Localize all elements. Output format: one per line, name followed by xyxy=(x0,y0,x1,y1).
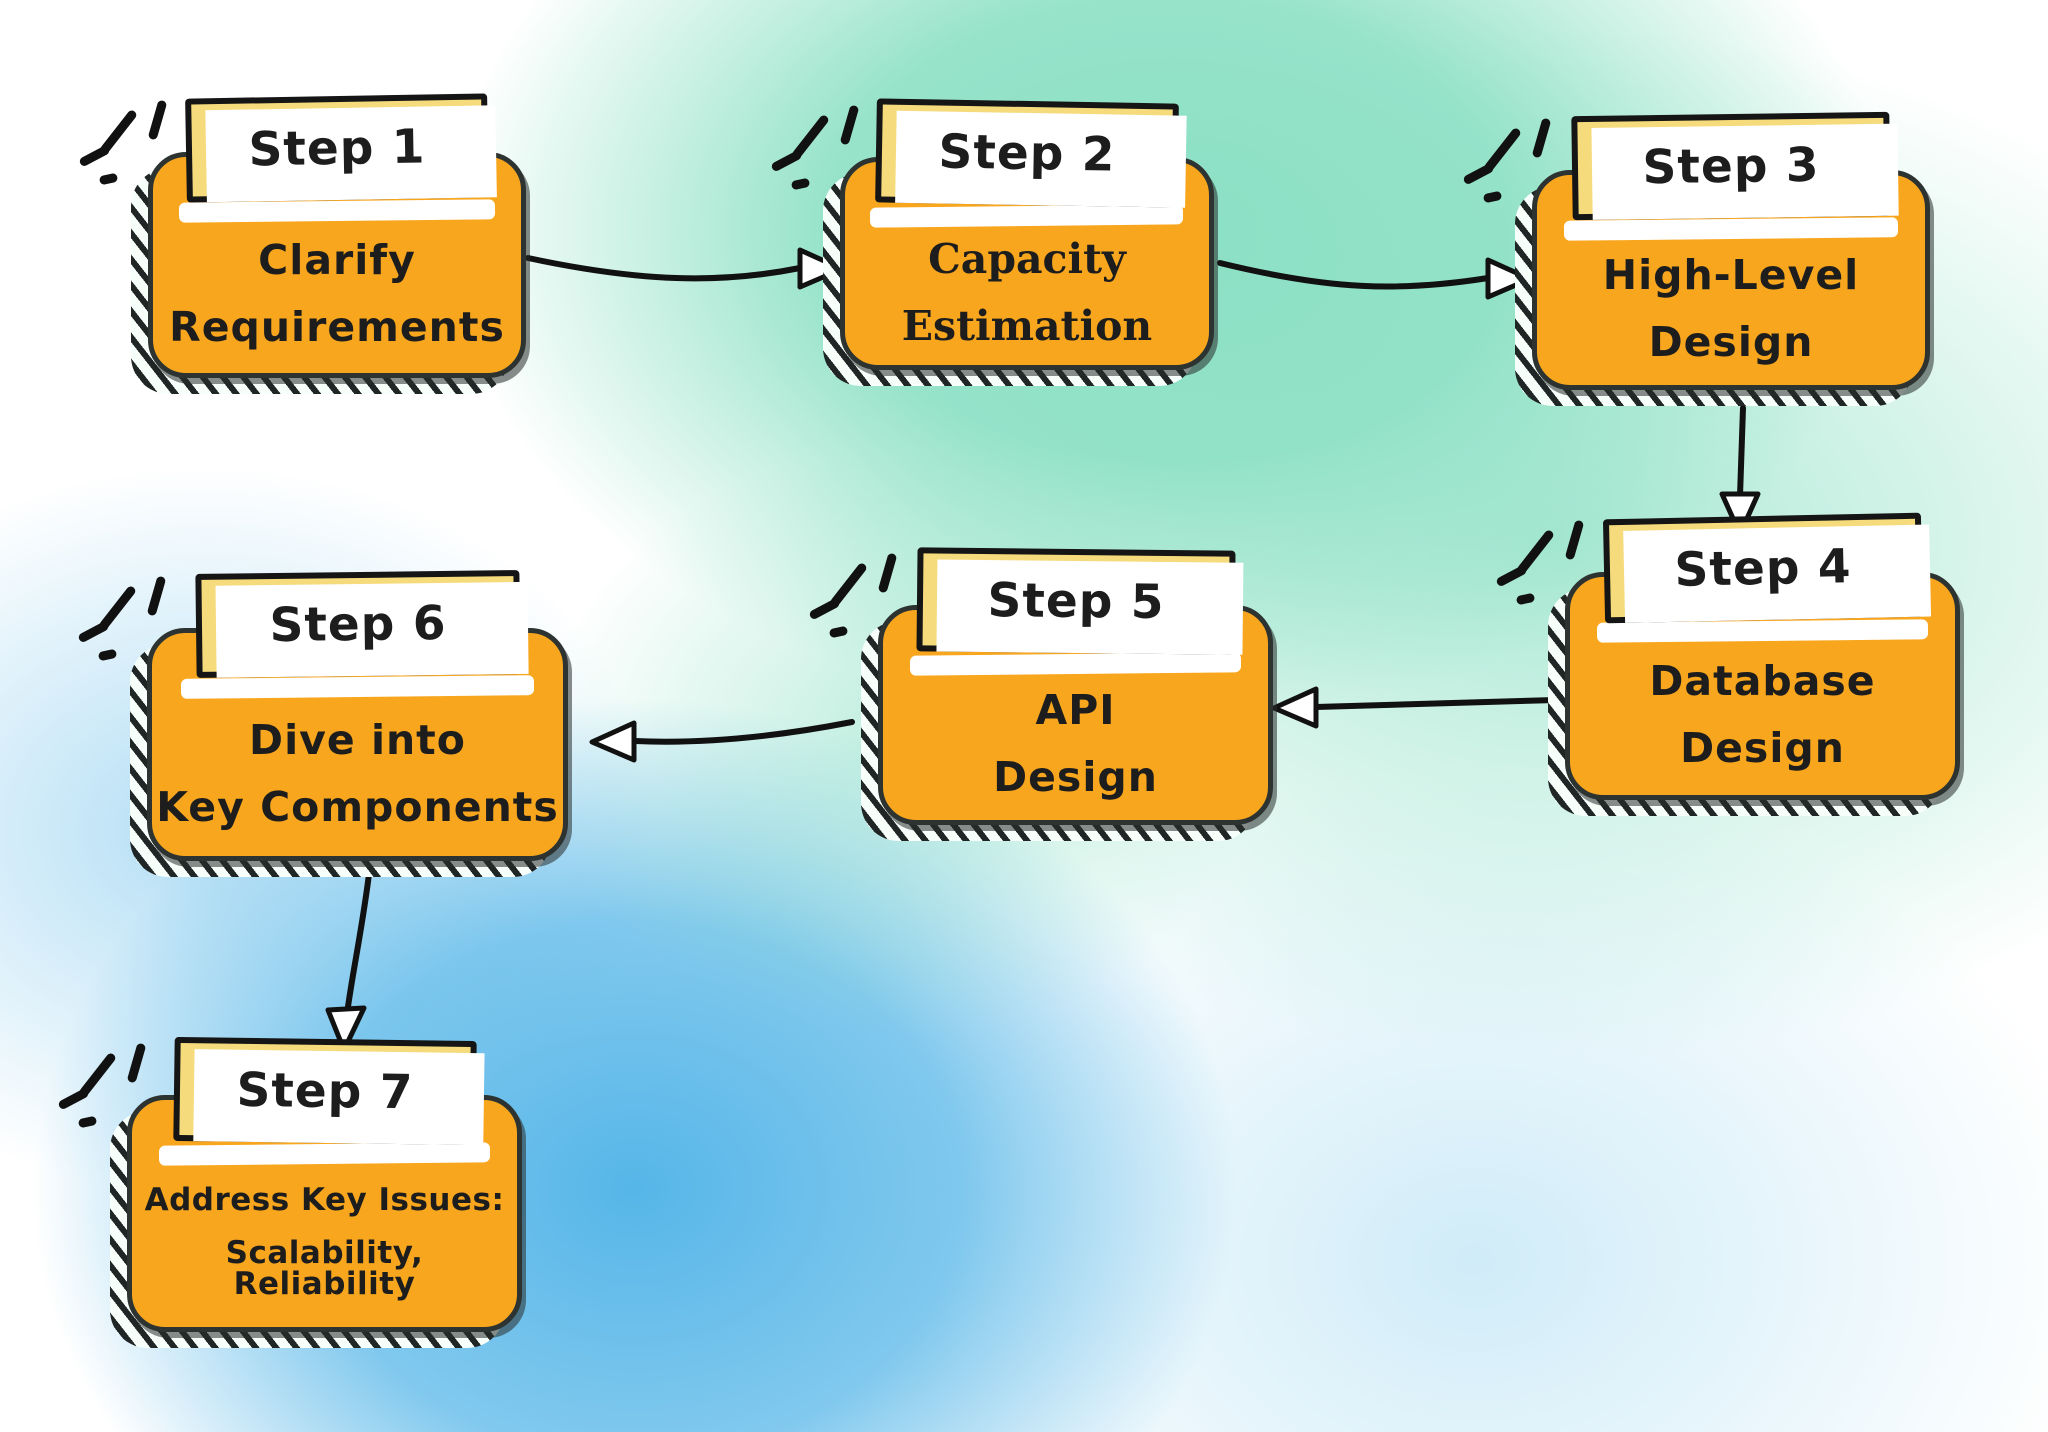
step-6-line-1: Dive into xyxy=(249,715,466,764)
step-4-label: Step 4 xyxy=(1673,538,1852,598)
step-5-text: API Design xyxy=(883,610,1268,820)
sparkle-icon xyxy=(57,1042,147,1133)
step-7-line-2: Scalability, Reliability xyxy=(225,1235,424,1302)
step-1-text: Clarify Requirements xyxy=(153,157,521,373)
arrow-step2-step3 xyxy=(1217,257,1533,300)
step-7-banner: Step 7 xyxy=(172,1036,477,1146)
step-3-line-2: Design xyxy=(1648,318,1814,366)
arrow-step4-step5 xyxy=(1271,686,1559,729)
step-3-text: High-Level Design xyxy=(1537,175,1925,385)
arrow-step1-step2 xyxy=(525,247,845,290)
step-3-label: Step 3 xyxy=(1642,137,1820,195)
step-card-7: Address Key Issues: Scalability, Reliabi… xyxy=(57,1036,522,1332)
step-4-line-2: Design xyxy=(1680,724,1845,772)
sparkle-icon xyxy=(808,552,898,643)
step-5-line-1: API xyxy=(1035,686,1116,734)
step-7-line-1: Address Key Issues: xyxy=(144,1182,505,1218)
step-2-label: Step 2 xyxy=(938,123,1116,183)
sparkle-icon xyxy=(77,575,167,666)
step-2-text: Capacity Estimation xyxy=(845,162,1209,365)
step-2-line-1: Capacity xyxy=(928,234,1126,283)
step-6-label: Step 6 xyxy=(268,595,447,653)
step-4-line-1: Database xyxy=(1649,657,1876,705)
step-5-label: Step 5 xyxy=(986,572,1165,630)
arrow-step3-step4 xyxy=(1719,405,1761,537)
step-card-3: High-Level Design Step 3 xyxy=(1462,111,1930,390)
step-1-line-2: Requirements xyxy=(169,303,505,351)
step-card-5: API Design Step 5 xyxy=(808,547,1273,825)
step-7-label: Step 7 xyxy=(235,1062,414,1120)
step-7-text: Address Key Issues: Scalability, Reliabi… xyxy=(132,1100,517,1327)
step-6-line-2: Key Components xyxy=(156,782,559,831)
step-card-2: Capacity Estimation Step 2 xyxy=(770,98,1214,370)
step-2-banner: Step 2 xyxy=(875,98,1179,208)
arrow-step5-step6 xyxy=(589,719,855,763)
step-5-banner: Step 5 xyxy=(915,547,1236,655)
sparkle-icon xyxy=(770,104,860,195)
step-6-banner: Step 6 xyxy=(194,570,521,678)
step-card-6: Dive into Key Components Step 6 xyxy=(77,570,568,861)
step-3-line-1: High-Level xyxy=(1602,251,1860,299)
step-6-text: Dive into Key Components xyxy=(152,633,563,856)
step-5-line-2: Design xyxy=(993,753,1158,801)
step-4-banner: Step 4 xyxy=(1602,512,1923,624)
step-card-1: Clarify Requirements Step 1 xyxy=(78,93,526,378)
step-1-label: Step 1 xyxy=(248,118,426,178)
step-1-banner: Step 1 xyxy=(185,93,489,203)
sparkle-icon xyxy=(1462,117,1552,208)
sparkle-icon xyxy=(78,99,168,190)
sparkle-icon xyxy=(1495,519,1585,610)
step-3-banner: Step 3 xyxy=(1571,111,1891,221)
arrow-step6-step7 xyxy=(325,871,372,1053)
step-card-4: Database Design Step 4 xyxy=(1495,512,1960,800)
step-1-line-1: Clarify xyxy=(258,236,416,284)
step-4-text: Database Design xyxy=(1570,577,1955,795)
step-2-line-2: Estimation xyxy=(901,301,1153,350)
